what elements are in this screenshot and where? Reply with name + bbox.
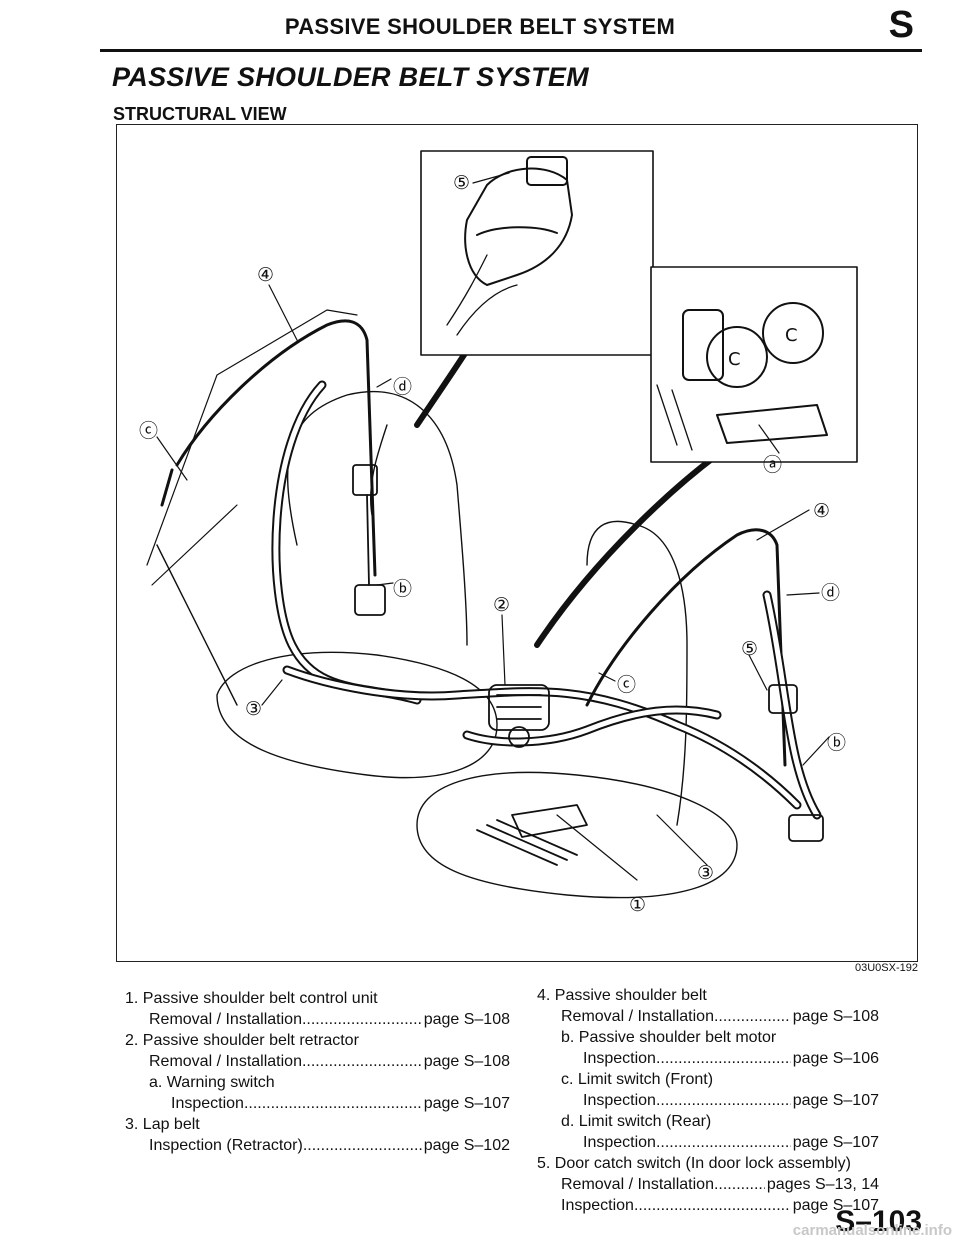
callout-b-right: ⓑ	[827, 732, 846, 754]
right-motor-assembly	[768, 684, 824, 842]
callout-d-left: ⓓ	[393, 376, 412, 398]
running-header-title: PASSIVE SHOULDER BELT SYSTEM	[284, 14, 676, 39]
callout-d-right: ⓓ	[821, 582, 840, 604]
control-unit	[476, 804, 588, 866]
inset-retractor-detail	[650, 266, 858, 463]
header-rule	[100, 49, 922, 52]
legend-line: Inspectionpage S–107	[537, 1132, 879, 1153]
legend-line: Removal / Installationpages S–13, 14	[537, 1174, 879, 1195]
callout-5-right: ⑤	[741, 638, 758, 660]
legend-line: 2. Passive shoulder belt retractor	[125, 1032, 359, 1049]
callout-1: ①	[629, 894, 646, 916]
left-door-frame	[146, 309, 358, 586]
source-watermark: carmanualsonline.info	[792, 1222, 952, 1239]
retractor-assembly	[488, 684, 550, 748]
legend-line: Removal / Installationpage S–108	[125, 1009, 510, 1030]
inset-letter-c-2: C	[785, 325, 798, 346]
legend-line: b. Passive shoulder belt motor	[561, 1029, 777, 1046]
callout-5-top: ⑤	[453, 172, 470, 194]
callout-4-right: ④	[813, 500, 830, 522]
legend-line: a. Warning switch	[149, 1074, 275, 1091]
legend-line: 3. Lap belt	[125, 1116, 200, 1133]
legend-line: Inspectionpage S–106	[537, 1048, 879, 1069]
callout-leaders	[156, 172, 830, 881]
legend-line: 5. Door catch switch (In door lock assem…	[537, 1155, 851, 1172]
callout-c-left: ⓒ	[139, 420, 158, 442]
legend-right: 4. Passive shoulder belt Removal / Insta…	[537, 985, 917, 1216]
section-letter: S	[888, 4, 914, 46]
page-number: S–103	[835, 1205, 922, 1238]
legend-line: 4. Passive shoulder belt	[537, 987, 707, 1004]
legend-line: 1. Passive shoulder belt control unit	[125, 990, 378, 1007]
right-shoulder-belt	[762, 590, 822, 820]
callout-b-left: ⓑ	[393, 578, 412, 600]
lap-belt	[282, 665, 802, 810]
legend-line: Inspectionpage S–107	[125, 1093, 510, 1114]
belt-system-illustration: ⑤ ④ ⓓ ⓒ ⓑ ③ ② ① ⓐ ④ ⓓ ⑤ ⓒ ⓑ ③ C C	[139, 150, 858, 916]
legend-line: Removal / Installationpage S–108	[125, 1051, 510, 1072]
front-seat-outline	[156, 390, 498, 779]
legend-line: c. Limit switch (Front)	[561, 1071, 714, 1088]
legend-left: 1. Passive shoulder belt control unit Re…	[125, 988, 510, 1156]
rear-seat-outline	[416, 520, 738, 899]
callout-labels: ⑤ ④ ⓓ ⓒ ⓑ ③ ② ① ⓐ ④ ⓓ ⑤ ⓒ ⓑ ③ C C	[139, 172, 846, 916]
legend-line: Inspection (Retractor)page S–102	[125, 1135, 510, 1156]
callout-2: ②	[493, 594, 510, 616]
legend-line: d. Limit switch (Rear)	[561, 1113, 712, 1130]
callout-3-left: ③	[245, 698, 262, 720]
callout-a: ⓐ	[763, 454, 782, 476]
legend-line: Inspectionpage S–107	[537, 1195, 879, 1216]
callout-c-right: ⓒ	[617, 674, 636, 696]
callout-4-left: ④	[257, 264, 274, 286]
document-title: PASSIVE SHOULDER BELT SYSTEM	[112, 62, 589, 92]
inset-letter-c-1: C	[728, 349, 741, 370]
sub-heading: STRUCTURAL VIEW	[113, 104, 287, 124]
left-motor-assembly	[352, 464, 386, 616]
legend-line: Removal / Installationpage S–108	[537, 1006, 879, 1027]
inset-door-lock	[420, 150, 654, 356]
callout-3-right: ③	[697, 862, 714, 884]
legend-line: Inspectionpage S–107	[537, 1090, 879, 1111]
figure-code: 03U0SX-192	[855, 962, 918, 974]
left-belt-rail	[160, 319, 377, 577]
structural-view-figure: ⑤ ④ ⓓ ⓒ ⓑ ③ ② ① ⓐ ④ ⓓ ⑤ ⓒ ⓑ ③ C C	[116, 124, 918, 962]
